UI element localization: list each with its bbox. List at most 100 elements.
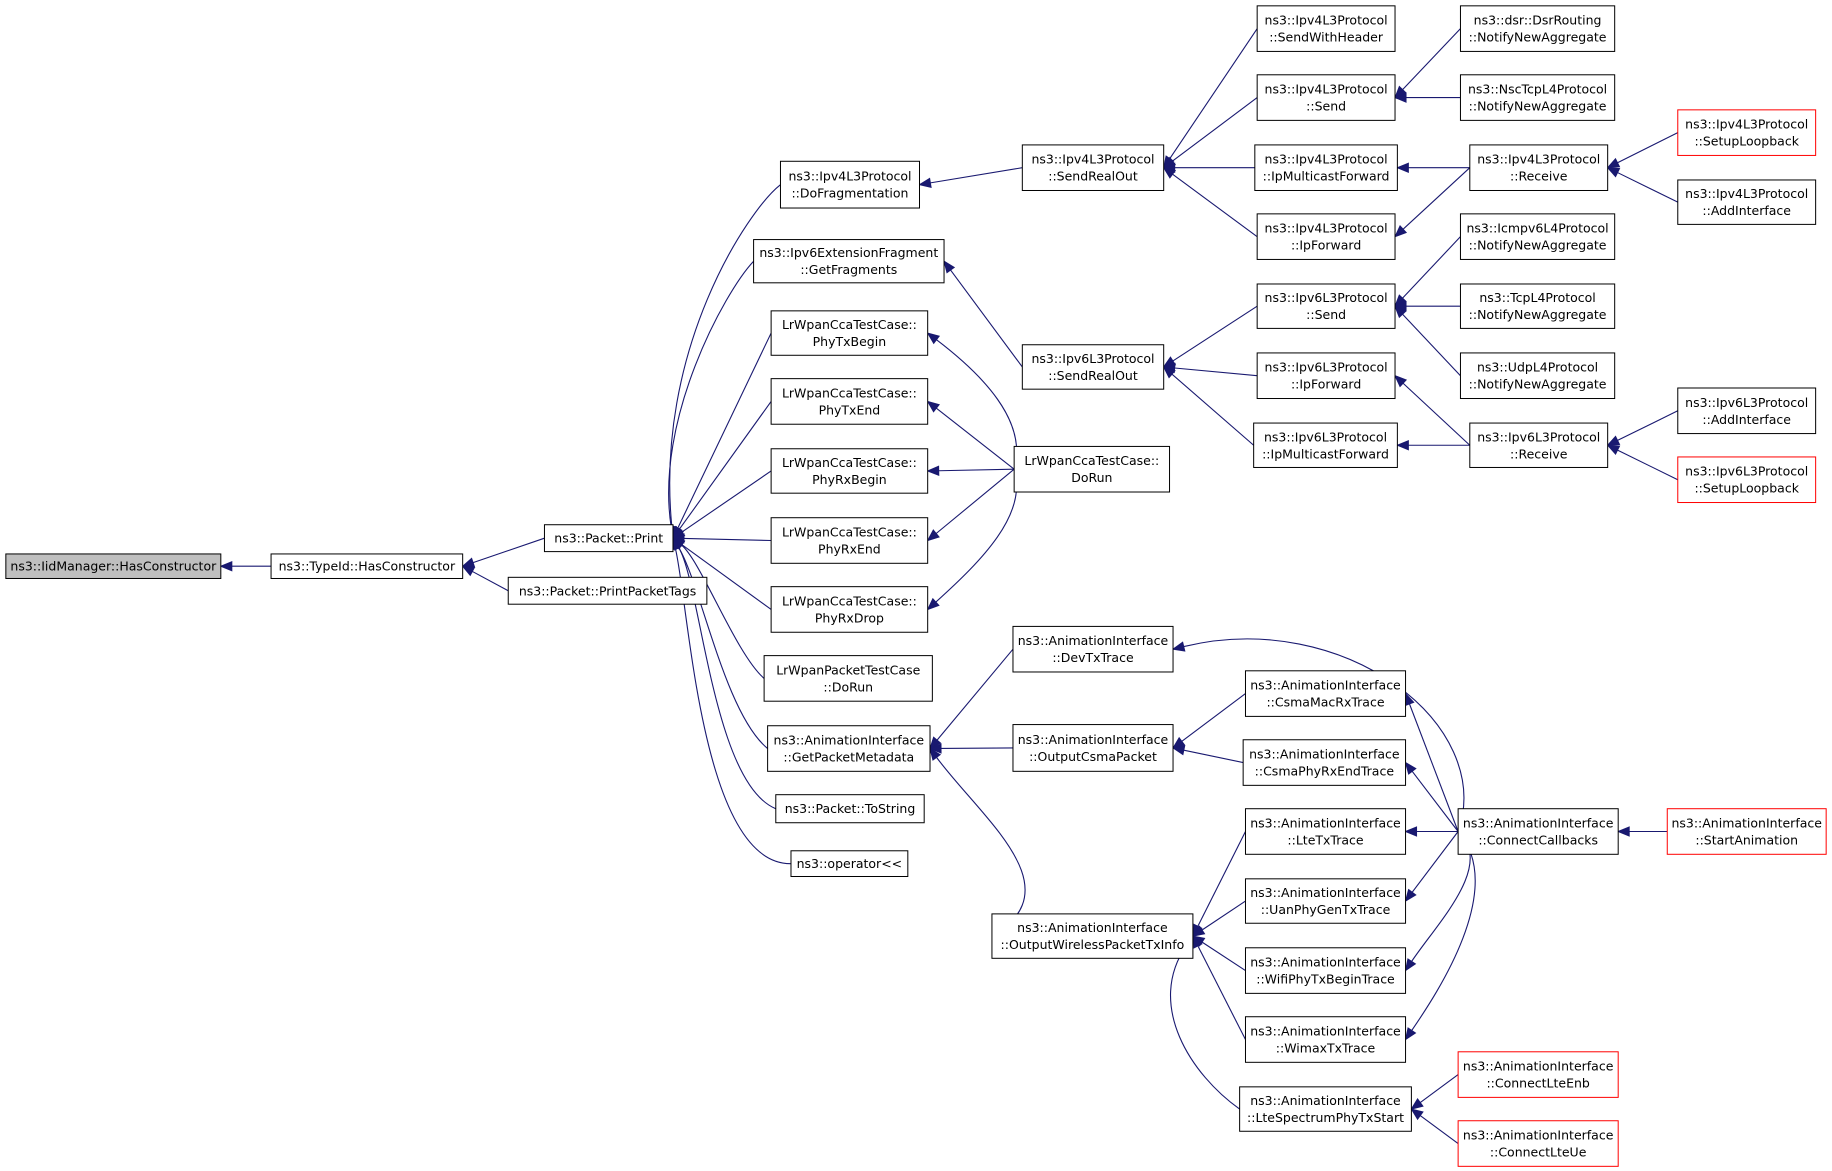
- node-wimax[interactable]: ns3::AnimationInterface::WimaxTxTrace: [1244, 1016, 1407, 1063]
- node-label: ::ConnectCallbacks: [1478, 833, 1598, 848]
- node-v6addif[interactable]: ns3::Ipv6L3Protocol::AddInterface: [1677, 387, 1817, 435]
- edge-line: [935, 469, 1018, 603]
- node-label: ns3::Ipv6L3Protocol: [1264, 429, 1387, 444]
- node-typeid[interactable]: ns3::TypeId::HasConstructor: [270, 553, 464, 579]
- node-pprint[interactable]: ns3::Packet::Print: [543, 524, 674, 553]
- edge-ccadorun-to-phyrxbegin: [926, 465, 1015, 476]
- node-label: ns3::UdpL4Protocol: [1477, 360, 1598, 375]
- node-lteue[interactable]: ns3::AnimationInterface::ConnectLteUe: [1457, 1120, 1619, 1167]
- node-box: [1469, 422, 1609, 468]
- edge-line: [472, 570, 509, 592]
- node-phyrxdrop[interactable]: LrWpanCcaTestCase::PhyRxDrop: [770, 586, 929, 633]
- node-v6setloop[interactable]: ns3::Ipv6L3Protocol::SetupLoopback: [1677, 456, 1817, 504]
- node-label: ::AddInterface: [1702, 203, 1791, 218]
- node-startanim[interactable]: ns3::AnimationInterface::StartAnimation: [1666, 808, 1827, 855]
- node-icmpnna[interactable]: ns3::Icmpv6L4Protocol::NotifyNewAggregat…: [1459, 213, 1616, 260]
- node-wifiphy[interactable]: ns3::AnimationInterface::WifiPhyTxBeginT…: [1244, 947, 1407, 994]
- node-uanphy[interactable]: ns3::AnimationInterface::UanPhyGenTxTrac…: [1244, 878, 1407, 924]
- node-ltetx[interactable]: ns3::AnimationInterface::LteTxTrace: [1244, 808, 1407, 855]
- arrowhead: [1162, 166, 1177, 179]
- node-label: ::ConnectLteUe: [1490, 1145, 1587, 1160]
- node-v4send[interactable]: ns3::Ipv4L3Protocol::Send: [1256, 74, 1396, 121]
- node-udpnna[interactable]: ns3::UdpL4Protocol::NotifyNewAggregate: [1459, 352, 1616, 400]
- node-tcpnna[interactable]: ns3::TcpL4Protocol::NotifyNewAggregate: [1459, 283, 1616, 329]
- node-v4sendwh[interactable]: ns3::Ipv4L3Protocol::SendWithHeader: [1256, 5, 1396, 52]
- node-csmamacrx[interactable]: ns3::AnimationInterface::CsmaMacRxTrace: [1244, 670, 1407, 717]
- node-phyrxend[interactable]: LrWpanCcaTestCase::PhyRxEnd: [770, 517, 929, 564]
- node-dsrnna[interactable]: ns3::dsr::DsrRouting::NotifyNewAggregate: [1459, 5, 1616, 52]
- edge-line: [1172, 97, 1258, 162]
- node-box: [1666, 808, 1827, 855]
- node-connectcb[interactable]: ns3::AnimationInterface::ConnectCallback…: [1457, 808, 1619, 855]
- edge-v4receive-to-v4ipfwd: [1394, 167, 1471, 238]
- node-box: [270, 553, 464, 579]
- node-csmaphyrx[interactable]: ns3::AnimationInterface::CsmaPhyRxEndTra…: [1242, 739, 1407, 786]
- node-label: ns3::Ipv4L3Protocol: [1685, 117, 1808, 132]
- node-v4setloop[interactable]: ns3::Ipv4L3Protocol::SetupLoopback: [1677, 109, 1817, 156]
- node-label: ns3::AnimationInterface: [1018, 633, 1169, 648]
- node-v6sendrealout[interactable]: ns3::Ipv6L3Protocol::SendRealOut: [1021, 344, 1165, 390]
- node-label: ::Receive: [1510, 169, 1568, 184]
- node-dofrag[interactable]: ns3::Ipv4L3Protocol::DoFragmentation: [779, 160, 921, 209]
- node-ltenb[interactable]: ns3::AnimationInterface::ConnectLteEnb: [1457, 1051, 1619, 1098]
- node-nscnna[interactable]: ns3::NscTcpL4Protocol::NotifyNewAggregat…: [1459, 74, 1616, 121]
- node-label: ::SendWithHeader: [1269, 30, 1384, 45]
- node-v6ipmcast[interactable]: ns3::Ipv6L3Protocol::IpMulticastForward: [1253, 422, 1398, 468]
- node-box: [1253, 422, 1398, 468]
- node-box: [1459, 283, 1616, 329]
- edge-v4sendwh-to-v4sendrealout: [1162, 28, 1258, 169]
- node-label: ::IpMulticastForward: [1263, 169, 1390, 184]
- node-label: ::SendRealOut: [1048, 368, 1138, 383]
- edge-outwifi-to-getpktmeta: [929, 747, 1026, 937]
- node-phytxend[interactable]: LrWpanCcaTestCase::PhyTxEnd: [770, 378, 929, 425]
- node-lrpktdorun[interactable]: LrWpanPacketTestCase::DoRun: [763, 655, 933, 702]
- node-label: ns3::Ipv4L3Protocol: [788, 169, 911, 184]
- node-label: ns3::Packet::PrintPacketTags: [519, 583, 696, 598]
- arrowhead: [1404, 958, 1417, 972]
- node-devtxtrace[interactable]: ns3::AnimationInterface::DevTxTrace: [1012, 625, 1174, 673]
- node-v6ipfwd[interactable]: ns3::Ipv6L3Protocol::IpForward: [1256, 352, 1396, 400]
- node-label: ::DoFragmentation: [791, 186, 908, 201]
- node-label: ::IpForward: [1291, 238, 1361, 253]
- edge-pprint-to-typeid: [461, 537, 545, 568]
- node-label: PhyRxDrop: [815, 610, 884, 625]
- node-v6receive[interactable]: ns3::Ipv6L3Protocol::Receive: [1469, 422, 1609, 468]
- node-v6send[interactable]: ns3::Ipv6L3Protocol::Send: [1256, 283, 1396, 329]
- node-operatorlt[interactable]: ns3::operator<<: [790, 850, 909, 877]
- node-ltespec[interactable]: ns3::AnimationInterface::LteSpectrumPhyT…: [1239, 1086, 1412, 1132]
- arrowhead: [929, 736, 942, 750]
- node-phyrxbegin[interactable]: LrWpanCcaTestCase::PhyRxBegin: [770, 448, 929, 494]
- edge-line: [1402, 382, 1471, 446]
- node-outwifi[interactable]: ns3::AnimationInterface::OutputWirelessP…: [991, 913, 1194, 959]
- node-box: [1457, 808, 1619, 855]
- node-getpktmeta[interactable]: ns3::AnimationInterface::GetPacketMetada…: [767, 725, 931, 772]
- arrowhead: [1171, 641, 1186, 652]
- node-v4ipfwd[interactable]: ns3::Ipv4L3Protocol::IpForward: [1256, 213, 1396, 260]
- node-ccadorun[interactable]: LrWpanCcaTestCase::DoRun: [1013, 445, 1171, 493]
- node-box: [770, 517, 929, 564]
- edge-v6receive-to-v6ipmcast: [1396, 440, 1470, 451]
- node-label: ns3::Ipv4L3Protocol: [1685, 186, 1808, 201]
- node-v4receive[interactable]: ns3::Ipv4L3Protocol::Receive: [1469, 144, 1609, 191]
- node-pptags[interactable]: ns3::Packet::PrintPacketTags: [507, 576, 708, 605]
- node-v4addif[interactable]: ns3::Ipv4L3Protocol::AddInterface: [1677, 179, 1817, 225]
- node-v4ipmcast[interactable]: ns3::Ipv4L3Protocol::IpMulticastForward: [1254, 144, 1398, 191]
- arrowhead: [1396, 440, 1409, 451]
- node-outcsma[interactable]: ns3::AnimationInterface::OutputCsmaPacke…: [1012, 724, 1174, 772]
- node-v4sendrealout[interactable]: ns3::Ipv4L3Protocol::SendRealOut: [1021, 144, 1165, 191]
- node-box: [1244, 1016, 1407, 1063]
- node-label: ::DevTxTrace: [1052, 650, 1134, 665]
- edge-udpnna-to-v6send: [1394, 305, 1461, 377]
- edge-phytxend-to-pprint: [672, 401, 772, 540]
- node-tostring[interactable]: ns3::Packet::ToString: [775, 794, 925, 824]
- node-box: [1459, 352, 1616, 400]
- node-label: ns3::Ipv6L3Protocol: [1265, 290, 1388, 305]
- node-getfrag[interactable]: ns3::Ipv6ExtensionFragment::GetFragments: [753, 239, 945, 284]
- edge-v6receive-to-v6ipfwd: [1394, 374, 1471, 446]
- node-iidmgr[interactable]: ns3::IidManager::HasConstructor: [5, 553, 222, 579]
- node-phytxbegin[interactable]: LrWpanCcaTestCase::PhyTxBegin: [770, 310, 929, 356]
- node-label: ns3::TcpL4Protocol: [1479, 290, 1595, 305]
- edge-line: [1408, 703, 1459, 832]
- edge-connectcb-to-csmamacrx: [1404, 692, 1459, 832]
- edges-layer: [219, 28, 1679, 1144]
